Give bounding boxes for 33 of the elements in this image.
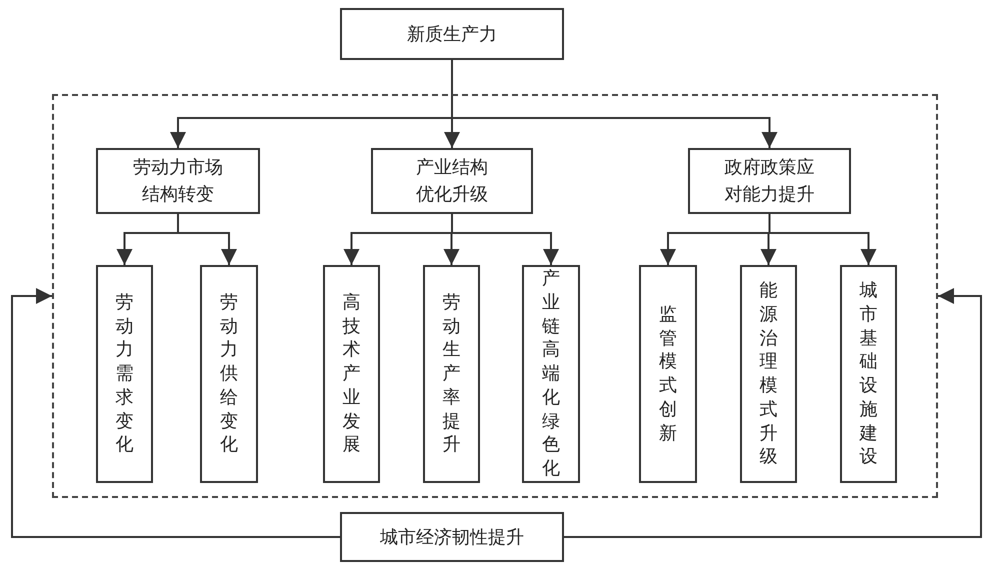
process-box [688,148,851,214]
process-box [96,148,260,214]
box-label: 产业结构优化升级 [415,156,489,207]
process-box [340,512,564,562]
factor-box [423,265,480,483]
box-label: 监管模式创新 [659,302,677,446]
arrow [451,60,778,148]
box-label: 新质生产力 [407,22,497,46]
box-label: 劳动生产率提升 [442,290,460,458]
factor-box [840,265,897,483]
box-label: 劳动力供给变化 [220,290,238,458]
box-label: 劳动力需求变化 [116,290,134,458]
box-label: 政府政策应对能力提升 [724,156,816,207]
process-box [340,8,564,60]
box-label: 高技术产业发展 [342,290,360,458]
arrow [564,288,982,538]
factor-box [522,265,580,483]
factor-box [323,265,380,483]
box-label: 能源治理模式升级 [760,279,778,469]
factor-box [740,265,797,483]
box-label: 产业链高端化绿色化 [542,267,560,481]
arrow [11,288,340,538]
arrow [768,214,876,265]
factor-box [200,265,258,483]
box-label: 城市经济韧性提升 [380,526,524,550]
factor-box [96,265,153,483]
process-box [371,148,533,214]
arrow [451,214,559,265]
box-label: 劳动力市场结构转变 [132,156,224,207]
box-label: 城市基础设施建设 [860,279,878,469]
dashed-group-frame [52,94,938,498]
arrow [177,214,237,265]
factor-box [639,265,697,483]
